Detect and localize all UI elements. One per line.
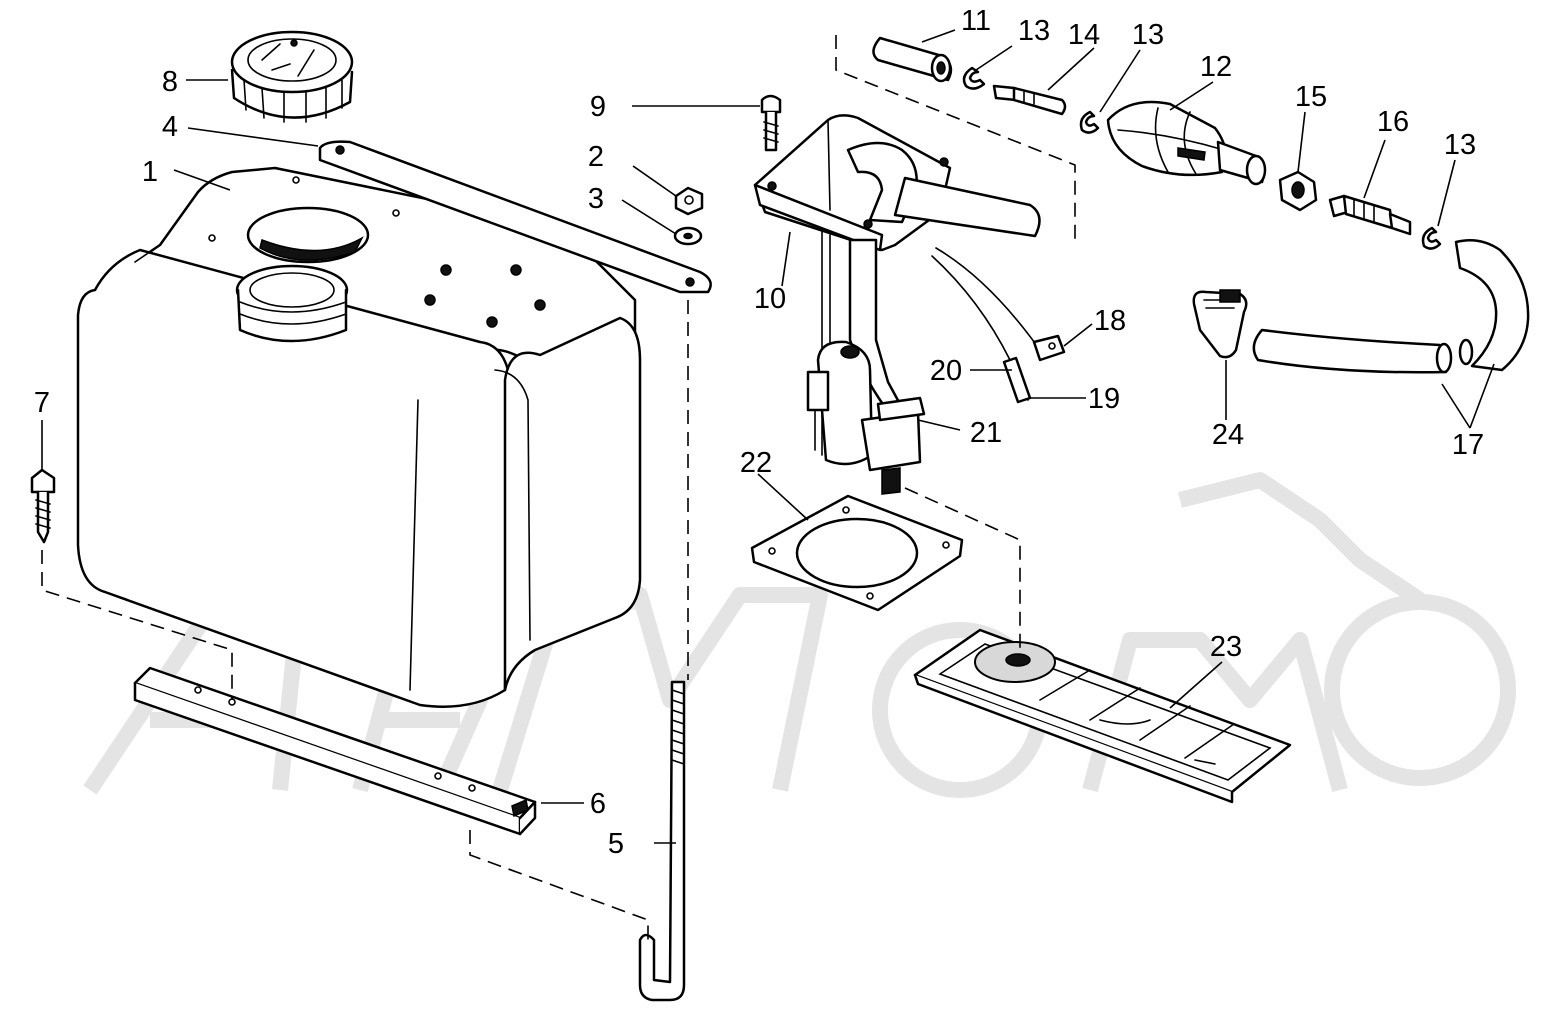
tank-mounting-holes xyxy=(208,176,546,328)
mounting-rail xyxy=(133,666,537,836)
callout-19: 19 xyxy=(1088,383,1120,415)
callout-2: 2 xyxy=(588,141,604,173)
callout-17: 17 xyxy=(1452,429,1484,461)
gasket xyxy=(750,494,964,612)
bolt xyxy=(760,94,782,152)
callout-10: 10 xyxy=(754,283,786,315)
filler-cap xyxy=(230,30,354,123)
callout-9: 9 xyxy=(590,91,606,123)
callout-3: 3 xyxy=(588,183,604,215)
assembly-lines-right xyxy=(835,35,1076,650)
callout-12: 12 xyxy=(1200,51,1232,83)
hose-clamp xyxy=(1192,289,1248,359)
callout-7: 7 xyxy=(34,387,50,419)
washer xyxy=(673,226,703,246)
callout-16: 16 xyxy=(1377,106,1409,138)
callout-4: 4 xyxy=(162,111,178,143)
callout-1: 1 xyxy=(142,156,158,188)
callout-8: 8 xyxy=(162,66,178,98)
callout-21: 21 xyxy=(970,417,1002,449)
hose-short xyxy=(872,36,953,83)
fitting xyxy=(992,84,1067,116)
callouts: 1 2 3 4 5 6 7 8 9 10 11 12 13 13 13 14 1… xyxy=(34,5,1484,860)
clamp-13b xyxy=(1079,110,1100,134)
callout-14: 14 xyxy=(1068,19,1100,51)
tie-rod xyxy=(638,680,686,1002)
callout-5: 5 xyxy=(608,828,624,860)
callout-18: 18 xyxy=(1094,305,1126,337)
callout-13-a: 13 xyxy=(1018,15,1050,47)
callout-13-b: 13 xyxy=(1132,19,1164,51)
sender-wire xyxy=(931,247,1066,404)
hose-nut xyxy=(1278,170,1318,212)
assembly-lines-left xyxy=(41,300,689,940)
callout-6: 6 xyxy=(590,788,606,820)
leader-lines xyxy=(41,29,1495,844)
primer-bulb xyxy=(1106,100,1267,186)
callout-20: 20 xyxy=(930,355,962,387)
fuel-hose xyxy=(1252,239,1530,374)
mounting-screw xyxy=(30,468,56,544)
callout-11: 11 xyxy=(961,5,991,37)
callout-23: 23 xyxy=(1210,631,1242,663)
callout-15: 15 xyxy=(1295,81,1327,113)
clamp-13c xyxy=(1421,226,1442,250)
nut xyxy=(674,186,704,216)
hold-down-strap xyxy=(318,140,712,294)
callout-22: 22 xyxy=(740,447,772,479)
callout-13-c: 13 xyxy=(1444,129,1476,161)
callout-24: 24 xyxy=(1212,419,1244,451)
fuel-tank xyxy=(76,166,642,708)
clamp-13a xyxy=(962,66,986,90)
baffle-plate xyxy=(913,628,1292,804)
fuel-pickup-assembly xyxy=(753,114,1041,495)
quick-connector xyxy=(1328,194,1412,236)
